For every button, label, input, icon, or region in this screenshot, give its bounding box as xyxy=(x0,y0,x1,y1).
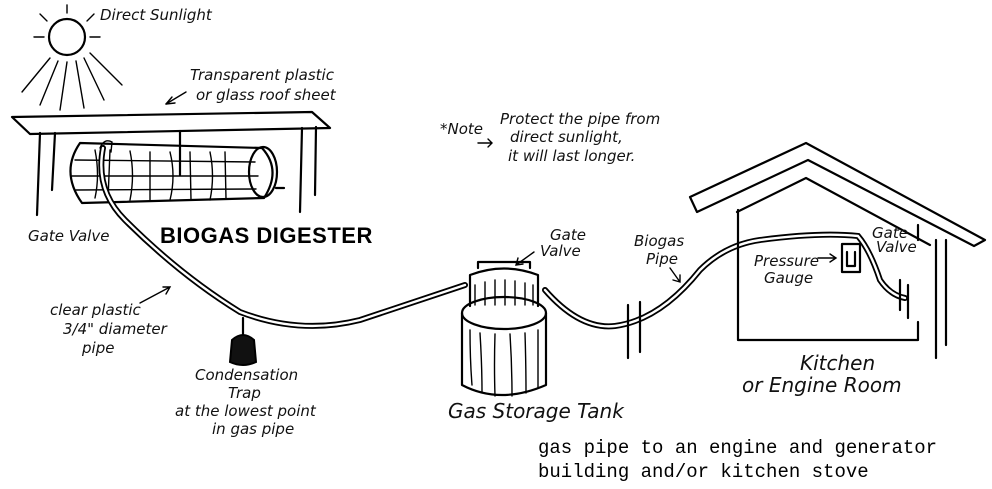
kitchen-line2: or Engine Room xyxy=(742,373,902,397)
clear-pipe-line1: clear plastic xyxy=(50,301,142,319)
house-pipe-end xyxy=(898,278,910,320)
biogas-digester xyxy=(69,141,286,205)
roof-label-line2: or glass roof sheet xyxy=(196,86,337,104)
gas-storage-tank xyxy=(460,260,548,397)
roof-arrow xyxy=(165,91,187,105)
gate-valve-left-label: Gate Valve xyxy=(28,227,109,245)
roof-sheet xyxy=(10,110,332,217)
gate-valve-tank-line2: Valve xyxy=(540,242,581,260)
digester-label: BIOGAS DIGESTER xyxy=(160,223,373,248)
pressure-line2: Gauge xyxy=(764,269,813,287)
kitchen-line1: Kitchen xyxy=(800,351,875,375)
note-arrow xyxy=(477,138,493,148)
roof-arrowhead xyxy=(165,96,176,105)
pressure-gauge-icon xyxy=(840,242,862,274)
caption-line1: gas pipe to an engine and generator xyxy=(538,437,937,459)
sunlight-label: Direct Sunlight xyxy=(100,6,213,24)
pressure-line1: Pressure xyxy=(754,252,819,270)
pressure-arrow xyxy=(817,253,838,263)
caption-line2: building and/or kitchen stove xyxy=(538,461,869,483)
gate-valve-tank-line1: Gate xyxy=(550,226,586,244)
gate-valve-house-line2: Valve xyxy=(876,238,917,256)
note-line3: it will last longer. xyxy=(508,147,635,165)
trap-line3: at the lowest point xyxy=(175,402,317,420)
trap-line1: Condensation xyxy=(195,366,298,384)
kitchen-building xyxy=(688,141,987,360)
biogas-pipe-line1: Biogas xyxy=(634,232,684,250)
note-line2: direct sunlight, xyxy=(510,128,623,146)
note-line1: Protect the pipe from xyxy=(500,110,660,128)
biogas-pipe-arrow xyxy=(669,267,681,283)
sun-icon xyxy=(21,4,123,111)
clear-pipe-line2: 3/4" diameter xyxy=(63,320,168,338)
roof-label-line1: Transparent plastic xyxy=(190,66,335,84)
pipe-support xyxy=(626,300,642,360)
gate-valve-house-line1: Gate xyxy=(872,224,908,242)
trap-line4: in gas pipe xyxy=(212,420,294,438)
clear-pipe-line3: pipe xyxy=(81,339,114,357)
storage-tank-label: Gas Storage Tank xyxy=(448,399,625,423)
biogas-pipe-line2: Pipe xyxy=(646,250,678,268)
condensation-trap xyxy=(228,316,258,366)
gas-pipe-section-2 xyxy=(542,231,908,330)
gate-valve-tank-arrow xyxy=(515,251,535,266)
note-tag: *Note xyxy=(440,120,483,138)
clear-pipe-arrow xyxy=(139,286,172,304)
trap-line2: Trap xyxy=(228,384,261,402)
